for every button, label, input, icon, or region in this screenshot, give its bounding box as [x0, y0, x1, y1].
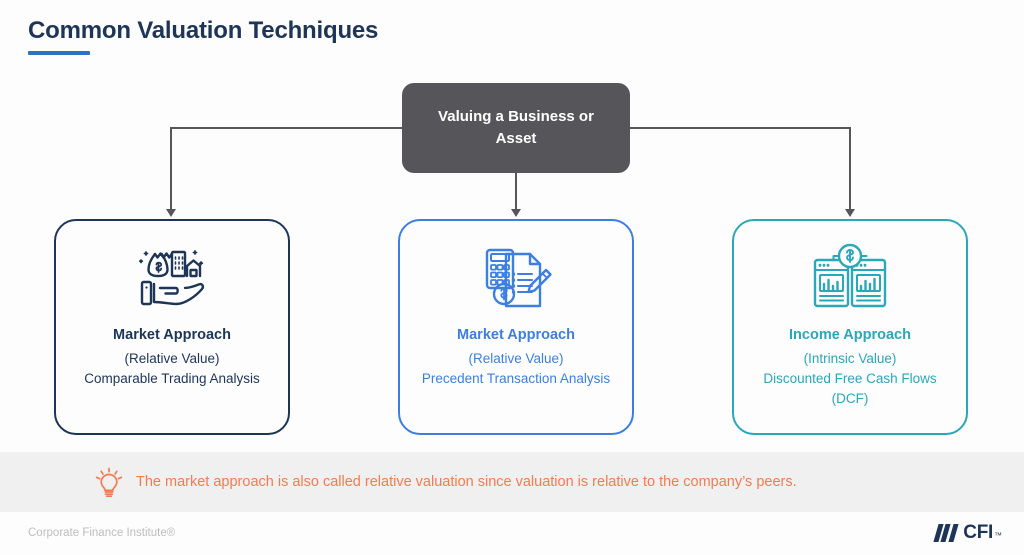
card-income-approach-dcf[interactable]: Income Approach (Intrinsic Value) Discou…: [732, 219, 968, 435]
card-market-approach-precedent[interactable]: Market Approach (Relative Value) Precede…: [398, 219, 634, 435]
connector-left-vertical: [170, 127, 172, 210]
card-text-block: Market Approach (Relative Value) Compara…: [76, 325, 268, 389]
card-subtitle: (Relative Value): [124, 351, 220, 366]
card-text-block: Income Approach (Intrinsic Value) Discou…: [755, 325, 944, 409]
page-title-block: Common Valuation Techniques: [28, 16, 378, 55]
note-text: The market approach is also called relat…: [136, 474, 797, 490]
card-title: Income Approach: [789, 327, 911, 343]
card-market-approach-comparable[interactable]: Market Approach (Relative Value) Compara…: [54, 219, 290, 435]
card-detail: Precedent Transaction Analysis: [421, 371, 611, 386]
card-detail-extra: (DCF): [831, 391, 869, 406]
footer-attribution: Corporate Finance Institute®: [28, 527, 176, 539]
connector-center-vertical: [515, 173, 517, 210]
root-node-valuing-business: Valuing a Business or Asset: [402, 83, 630, 173]
connector-left-arrowhead: [166, 209, 176, 217]
card-subtitle: (Relative Value): [468, 351, 564, 366]
cfi-logo: CFI ™: [933, 522, 1002, 543]
card-title: Market Approach: [457, 327, 575, 343]
root-node-label: Valuing a Business or Asset: [438, 108, 594, 147]
title-underline-accent: [28, 51, 90, 55]
cfi-logo-mark-icon: [933, 523, 959, 542]
connector-left-horizontal: [170, 127, 403, 129]
cfi-logo-text: CFI: [963, 522, 993, 543]
connector-right-vertical: [849, 127, 851, 210]
page-title: Common Valuation Techniques: [28, 17, 379, 44]
hand-holding-money-bag-and-buildings-icon: [132, 235, 212, 321]
card-subtitle: (Intrinsic Value): [803, 351, 897, 366]
connector-center-arrowhead: [511, 209, 521, 217]
note-callout-band: The market approach is also called relat…: [0, 452, 1024, 512]
card-detail: Comparable Trading Analysis: [84, 371, 260, 386]
calculator-document-pen-icon: [478, 235, 554, 321]
connector-right-horizontal: [630, 127, 851, 129]
card-title: Market Approach: [113, 327, 231, 343]
connector-right-arrowhead: [845, 209, 855, 217]
lightbulb-icon: [92, 465, 126, 499]
card-detail: Discounted Free Cash Flows: [763, 371, 937, 386]
card-text-block: Market Approach (Relative Value) Precede…: [414, 325, 618, 389]
cfi-logo-trademark: ™: [994, 531, 1002, 540]
financial-reports-with-dollar-coin-icon: [809, 235, 891, 321]
footer: Corporate Finance Institute® CFI ™: [0, 512, 1024, 555]
